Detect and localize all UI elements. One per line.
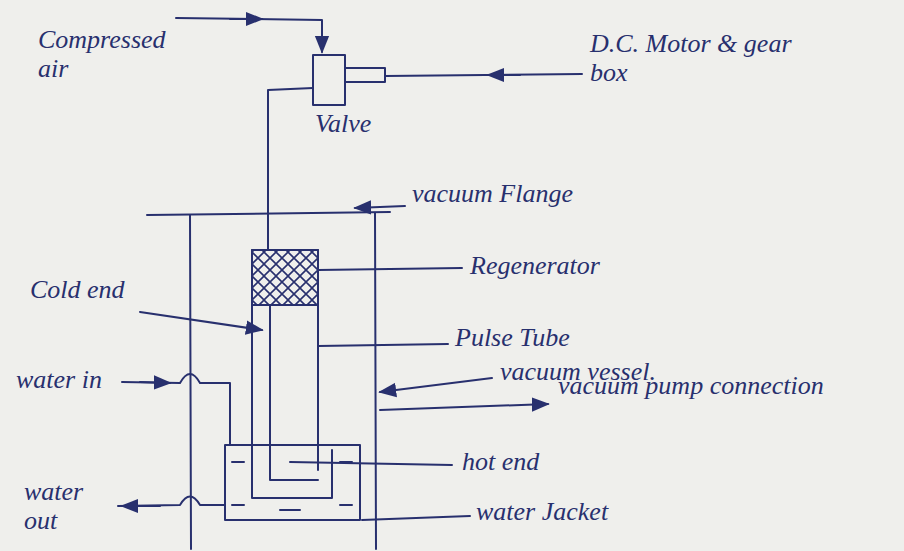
jacket-label: water Jacket bbox=[476, 498, 736, 527]
valve-body bbox=[313, 55, 345, 105]
air-line bbox=[176, 18, 322, 52]
leader-line bbox=[318, 344, 448, 346]
regenerator-label: Regenerator bbox=[470, 252, 730, 281]
pulse-tube bbox=[252, 250, 332, 498]
water-jacket bbox=[225, 445, 360, 520]
water-in-arrow bbox=[140, 382, 170, 383]
flange-label: vacuum Flange bbox=[412, 180, 712, 209]
pulse-tube bbox=[317, 250, 319, 470]
water-out-arrow bbox=[122, 505, 160, 507]
valve-label: Valve bbox=[315, 110, 445, 139]
supply-label: Compressed air bbox=[38, 26, 188, 83]
air-arrow bbox=[230, 18, 262, 20]
cold-end-label: Cold end bbox=[30, 276, 130, 305]
water-marks bbox=[232, 462, 352, 510]
motor-label: D.C. Motor & gear box bbox=[590, 30, 800, 87]
leader-line bbox=[318, 268, 462, 270]
water-in-label: water in bbox=[16, 366, 126, 395]
vessel-wall bbox=[375, 213, 376, 549]
leader-line bbox=[362, 516, 470, 520]
flange-leader bbox=[355, 206, 405, 208]
vessel-wall bbox=[190, 215, 191, 549]
motor-arrow bbox=[488, 74, 520, 76]
water-out-pipe bbox=[118, 497, 225, 507]
leader-line bbox=[290, 462, 452, 465]
regenerator bbox=[252, 250, 318, 305]
pump-label: vacuum pump connection bbox=[558, 372, 858, 401]
leader-arrow bbox=[380, 378, 492, 392]
motor-line bbox=[385, 74, 582, 76]
water-out-label: water out bbox=[24, 478, 114, 535]
leader-arrow bbox=[380, 404, 548, 410]
vacuum-flange bbox=[147, 212, 390, 215]
valve-shaft bbox=[345, 68, 385, 82]
hot-end-label: hot end bbox=[462, 448, 662, 477]
feed-line bbox=[268, 88, 313, 250]
pulse-tube-label: Pulse Tube bbox=[455, 324, 655, 353]
leader-line bbox=[140, 312, 262, 330]
pulse-tube-inner bbox=[270, 305, 318, 480]
water-in-pipe bbox=[122, 374, 230, 445]
